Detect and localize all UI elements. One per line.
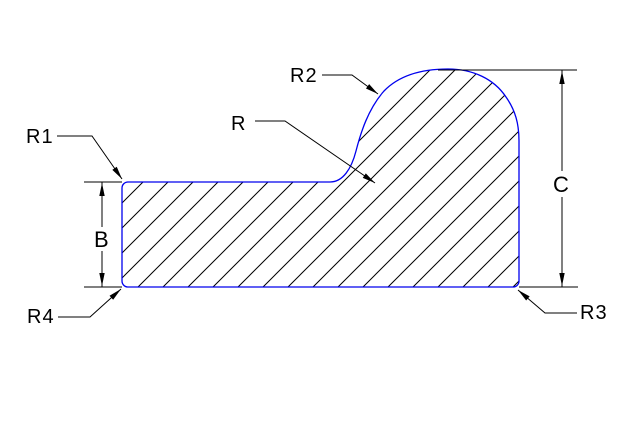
r2-label: R2 (290, 65, 318, 87)
profile-section-outline (121, 68, 520, 288)
r4-label: R4 (27, 306, 55, 328)
r1-leader-line (57, 135, 123, 180)
c-dimension-label: C (553, 172, 569, 197)
r3-arrowhead-icon (518, 290, 530, 301)
r2-arrowhead-icon (365, 84, 378, 94)
c-arrowhead-down-icon (559, 273, 565, 286)
r1-arrowhead-icon (112, 166, 122, 179)
r-label: R (231, 113, 246, 135)
r2-leader-line (322, 74, 379, 95)
r-arrowhead-icon (362, 173, 375, 183)
c-arrowhead-up-icon (559, 71, 565, 84)
b-arrowhead-down-icon (99, 273, 105, 286)
r4-leader-line (58, 288, 122, 318)
r1-label: R1 (26, 126, 54, 148)
r-leader-line (255, 120, 376, 184)
b-dimension-label: B (94, 227, 109, 252)
b-arrowhead-up-icon (99, 183, 105, 196)
r3-leader-line (517, 289, 577, 314)
r3-label: R3 (580, 302, 608, 324)
r4-arrowhead-icon (109, 289, 121, 300)
